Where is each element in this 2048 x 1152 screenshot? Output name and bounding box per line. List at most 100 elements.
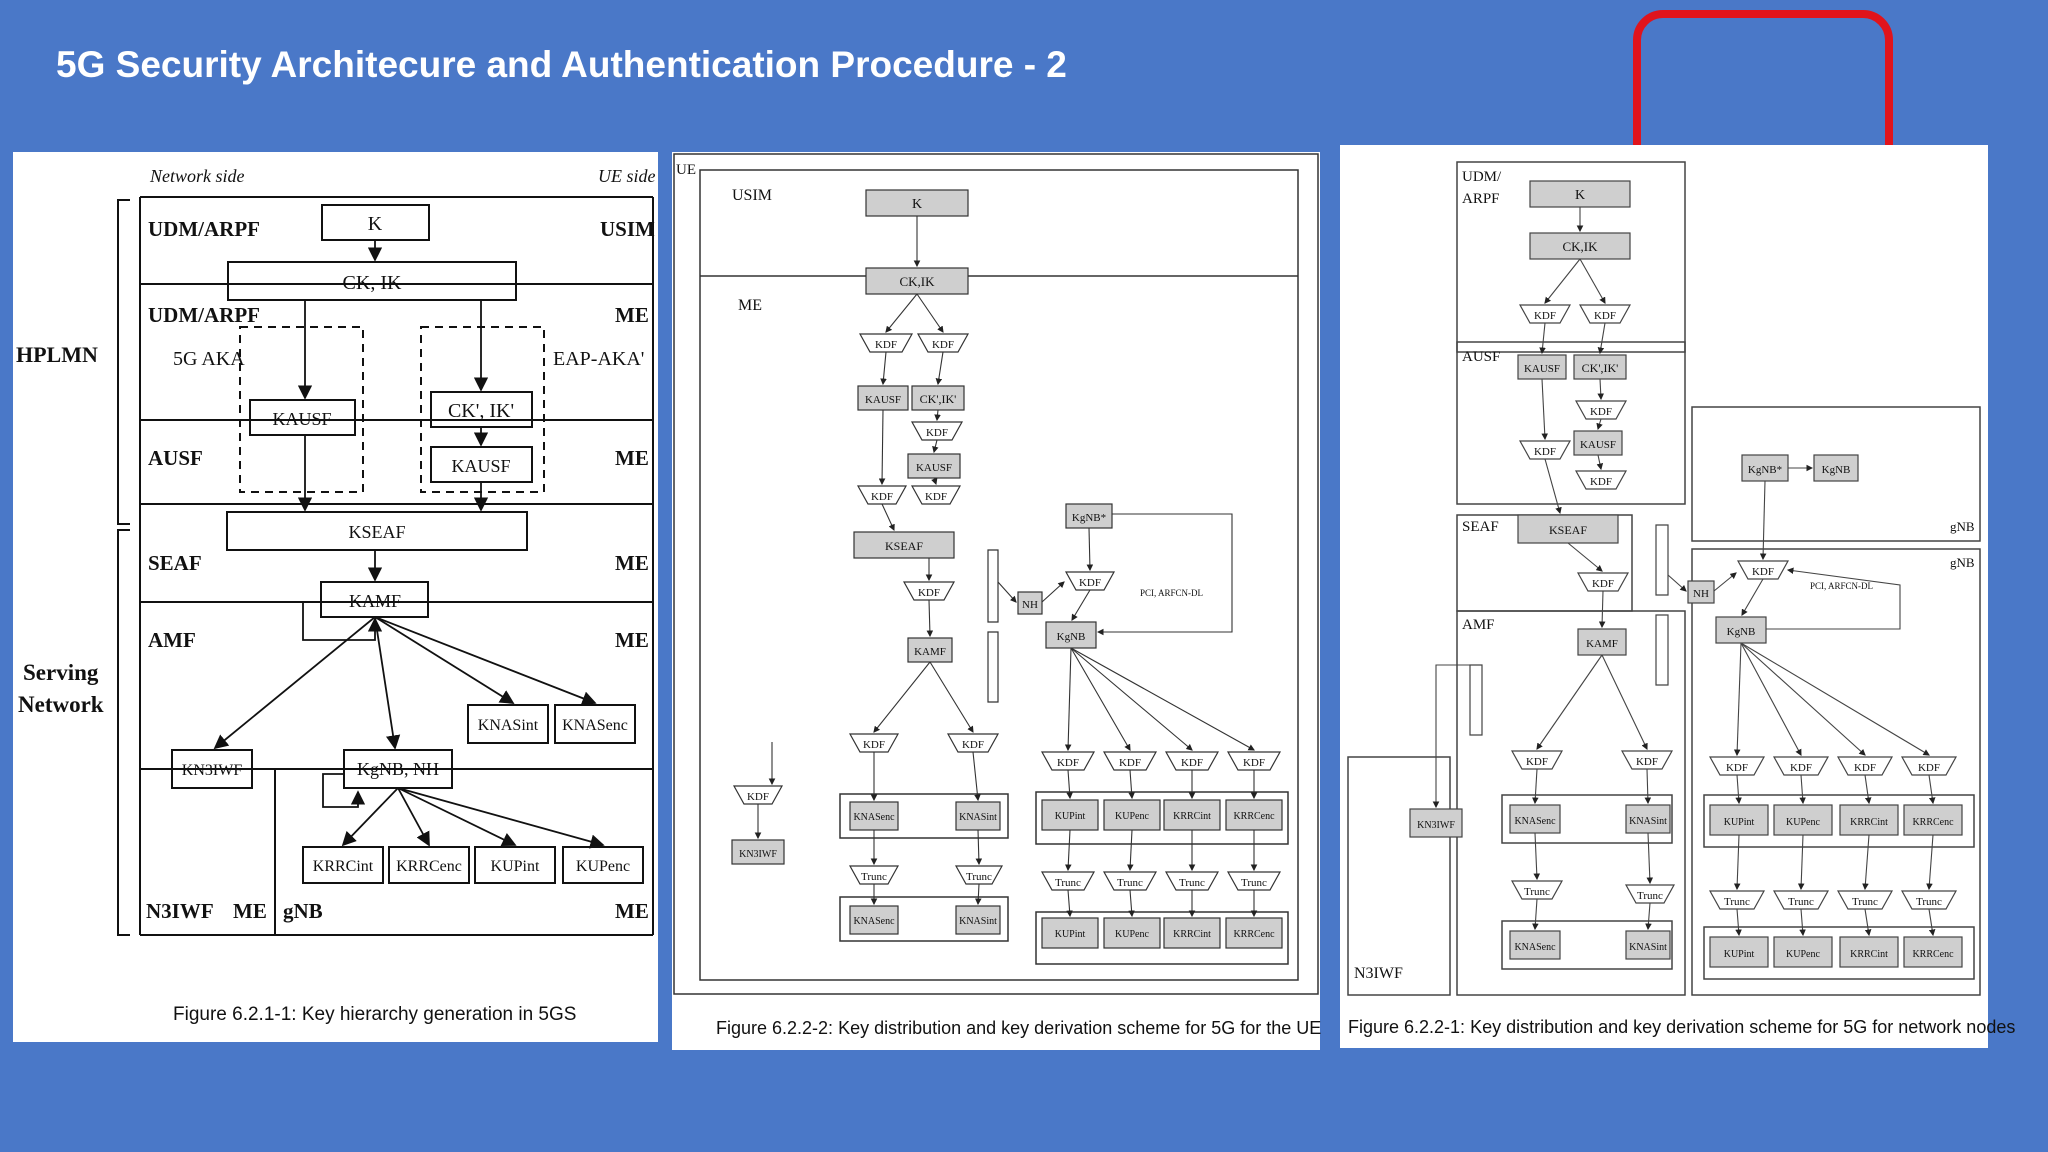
ue-trunc-3: Trunc	[1055, 877, 1081, 889]
nn-key-kgnb-target: KgNB	[1822, 464, 1851, 476]
nn-ausf-label: AUSF	[1462, 349, 1500, 365]
usim-label: USIM	[600, 217, 655, 241]
ue-key-kausf-1: KAUSF	[865, 394, 901, 406]
nn-key-kausf-1: KAUSF	[1524, 363, 1560, 375]
nn-seaf-label: SEAF	[1462, 519, 1499, 535]
nn-key-kausf-2: KAUSF	[1580, 439, 1616, 451]
nn-gnb-label-1: gNB	[1950, 519, 1975, 534]
nn-udm-label: UDM/	[1462, 169, 1502, 185]
nn-trunc-1: Trunc	[1524, 886, 1550, 898]
me-label-4: ME	[615, 628, 649, 652]
ue-key-krrcenc-1: KRRCenc	[1233, 811, 1275, 822]
nn-kdf-13: KDF	[1918, 762, 1940, 774]
figure-caption-1: Figure 6.2.1-1: Key hierarchy generation…	[173, 1004, 577, 1025]
ue-kdf-8: KDF	[863, 739, 885, 751]
ue-trunc-5: Trunc	[1179, 877, 1205, 889]
ue-key-kupint-1: KUPint	[1055, 811, 1086, 822]
ue-me-label: ME	[738, 297, 762, 314]
nn-key-knasenc-1: KNASenc	[1514, 816, 1556, 827]
nn-key-kupint-1: KUPint	[1724, 817, 1755, 828]
network-side-label: Network side	[149, 166, 245, 186]
nn-n3iwf-label: N3IWF	[1354, 965, 1403, 982]
nn-kdf-10: KDF	[1726, 762, 1748, 774]
network-label: Network	[18, 692, 104, 717]
eap-aka-label: EAP-AKA'	[553, 348, 644, 370]
nn-kdf-7: KDF	[1752, 566, 1774, 578]
amf-label: AMF	[148, 628, 196, 652]
key-kamf: KAMF	[349, 591, 401, 611]
ue-nh: NH	[1022, 599, 1038, 611]
ue-kdf-4: KDF	[871, 491, 893, 503]
key-k: K	[368, 213, 383, 235]
ue-kdf-7: KDF	[1079, 577, 1101, 589]
ue-key-kgnb-star: KgNB*	[1072, 512, 1106, 524]
me-label-2: ME	[615, 446, 649, 470]
nn-nh: NH	[1693, 588, 1709, 600]
nn-key-krrcenc-1: KRRCenc	[1912, 817, 1954, 828]
nn-key-kupint-2: KUPint	[1724, 949, 1755, 960]
nn-key-knasint-1: KNASint	[1629, 816, 1667, 827]
ue-kdf-12: KDF	[1119, 757, 1141, 769]
ue-kdf-11: KDF	[1057, 757, 1079, 769]
ue-key-krrcenc-2: KRRCenc	[1233, 929, 1275, 940]
ue-key-kgnb: KgNB	[1057, 631, 1086, 643]
ue-pci-arfcn: PCI, ARFCN-DL	[1140, 588, 1203, 598]
figure-caption-3: Figure 6.2.2-1: Key distribution and key…	[1348, 1017, 2016, 1037]
ue-key-kupint-2: KUPint	[1055, 929, 1086, 940]
ue-key-k: K	[912, 197, 922, 212]
me-label-5: ME	[233, 899, 267, 923]
hplmn-label: HPLMN	[16, 342, 98, 367]
ue-trunc-1: Trunc	[861, 871, 887, 883]
ue-key-knasenc-1: KNASenc	[853, 812, 895, 823]
nn-key-kupenc-1: KUPenc	[1786, 817, 1820, 828]
ue-key-kseaf: KSEAF	[885, 539, 923, 553]
nn-key-krrcint-2: KRRCint	[1850, 949, 1888, 960]
nn-key-kgnb-star: KgNB*	[1748, 464, 1782, 476]
nn-kdf-5: KDF	[1590, 476, 1612, 488]
ue-key-knasint-2: KNASint	[959, 916, 997, 927]
key-knasenc: KNASenc	[562, 717, 628, 734]
key-krrcint: KRRCint	[313, 858, 374, 875]
key-ck-ik: CK, IK	[343, 272, 402, 294]
nn-kdf-9: KDF	[1636, 756, 1658, 768]
key-ck-ik-prime: CK', IK'	[448, 400, 514, 422]
ue-key-ck-ik-prime: CK',IK'	[920, 392, 957, 406]
key-kausf-aka: KAUSF	[272, 409, 331, 429]
udm-arpf-label-2: UDM/ARPF	[148, 303, 260, 327]
figure-key-hierarchy: Network side UE side UDM/ARPF USIM UDM/A…	[13, 152, 658, 1042]
ausf-label: AUSF	[148, 446, 203, 470]
ue-key-kupenc-1: KUPenc	[1115, 811, 1149, 822]
ue-key-krrcint-2: KRRCint	[1173, 929, 1211, 940]
ue-label: UE	[676, 162, 696, 178]
ue-usim-label: USIM	[732, 187, 772, 204]
nn-key-k: K	[1575, 188, 1585, 203]
nn-trunc-6: Trunc	[1916, 896, 1942, 908]
network-key-distribution-diagram: K CK,IK KDF KDF KAUSF CK',IK' KDF KAUSF …	[1347, 161, 1981, 996]
key-kn3iwf: KN3IWF	[182, 762, 243, 779]
key-kseaf: KSEAF	[348, 522, 405, 542]
key-krrcenc: KRRCenc	[396, 858, 462, 875]
key-kupint: KUPint	[491, 858, 540, 875]
nn-arpf-label: ARPF	[1462, 191, 1500, 207]
ue-kdf-2: KDF	[932, 339, 954, 351]
key-kgnb-nh: KgNB, NH	[357, 759, 439, 779]
nn-key-krrcint-1: KRRCint	[1850, 817, 1888, 828]
ue-trunc-6: Trunc	[1241, 877, 1267, 889]
ue-kdf-1: KDF	[875, 339, 897, 351]
ue-kdf-10: KDF	[747, 791, 769, 803]
nn-key-ck-ik: CK,IK	[1562, 239, 1598, 254]
figure-caption-2: Figure 6.2.2-2: Key distribution and key…	[716, 1018, 1322, 1038]
nn-kdf-8: KDF	[1526, 756, 1548, 768]
nn-pci-arfcn: PCI, ARFCN-DL	[1810, 581, 1873, 591]
key-hierarchy-diagram: Network side UE side UDM/ARPF USIM UDM/A…	[16, 166, 656, 936]
slide-title: 5G Security Architecure and Authenticati…	[56, 44, 1067, 85]
me-label-6: ME	[615, 899, 649, 923]
ue-kdf-6: KDF	[918, 587, 940, 599]
nn-kdf-3: KDF	[1590, 406, 1612, 418]
udm-arpf-label: UDM/ARPF	[148, 217, 260, 241]
nn-key-kgnb: KgNB	[1727, 626, 1756, 638]
ue-key-krrcint-1: KRRCint	[1173, 811, 1211, 822]
ue-kdf-5: KDF	[925, 491, 947, 503]
gnb-label: gNB	[283, 899, 323, 923]
me-label-3: ME	[615, 551, 649, 575]
